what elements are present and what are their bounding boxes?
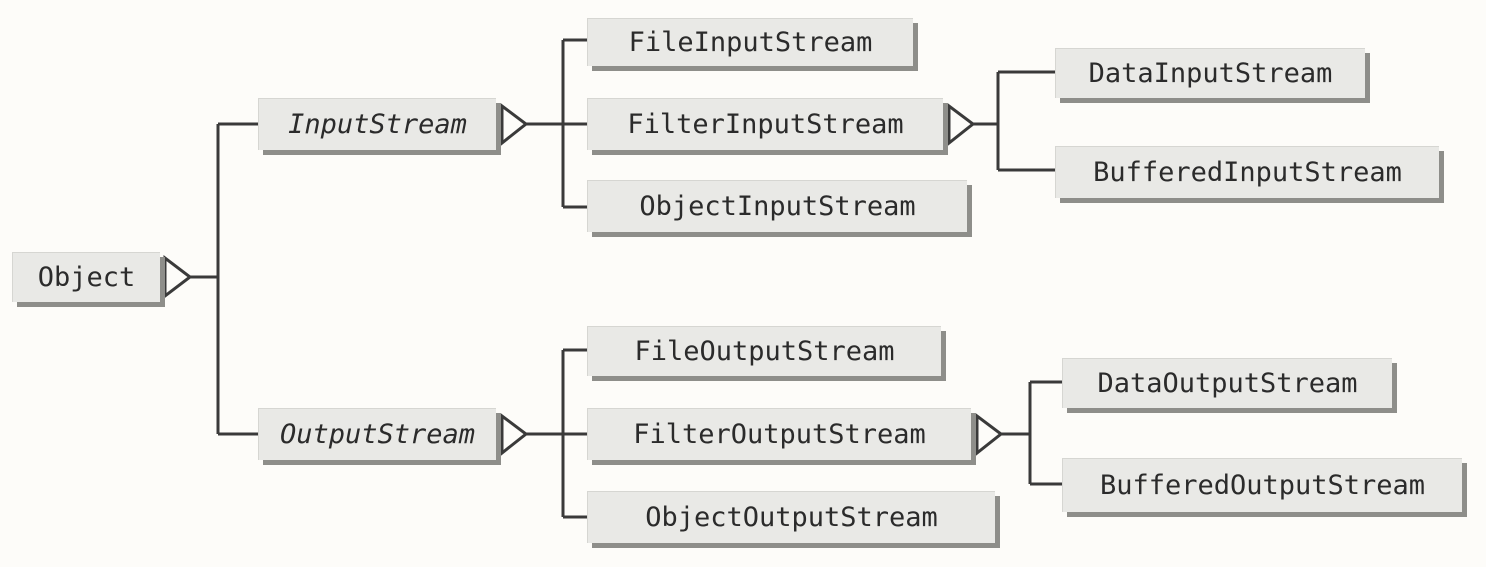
class-box-object: Object bbox=[12, 252, 160, 302]
class-box-outputstream: OutputStream bbox=[258, 408, 496, 460]
filterinputstream-inheritance-triangle bbox=[947, 103, 976, 147]
class-box-objectinputstream: ObjectInputStream bbox=[587, 180, 967, 232]
class-box-datainputstream: DataInputStream bbox=[1055, 48, 1365, 98]
class-box-dataoutputstream: DataOutputStream bbox=[1062, 358, 1392, 408]
outputstream-inheritance-triangle bbox=[500, 413, 529, 457]
class-box-objectoutputstream: ObjectOutputStream bbox=[587, 491, 995, 543]
filteroutputstream-inheritance-triangle bbox=[975, 413, 1004, 457]
class-box-filteroutputstream: FilterOutputStream bbox=[587, 408, 971, 460]
class-box-fileoutputstream: FileOutputStream bbox=[587, 326, 941, 376]
inputstream-inheritance-triangle bbox=[500, 103, 529, 147]
class-box-bufferedinputstream: BufferedInputStream bbox=[1055, 146, 1439, 198]
class-box-inputstream: InputStream bbox=[258, 98, 496, 150]
class-box-fileinputstream: FileInputStream bbox=[587, 18, 913, 66]
object-inheritance-triangle bbox=[163, 254, 193, 300]
class-box-filterinputstream: FilterInputStream bbox=[587, 98, 943, 150]
class-box-bufferedoutputstream: BufferedOutputStream bbox=[1062, 458, 1462, 512]
